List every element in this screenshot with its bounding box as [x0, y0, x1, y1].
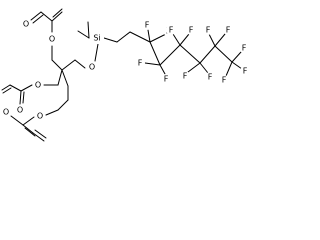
bond	[144, 62, 161, 66]
svg-text:F: F	[242, 44, 247, 53]
atom-labels: O O O O O O O Si	[1, 19, 250, 121]
bond	[57, 69, 63, 86]
svg-text:F: F	[226, 26, 231, 35]
bond	[179, 44, 201, 64]
svg-text:F: F	[145, 21, 150, 30]
bond	[225, 61, 233, 77]
svg-text:F: F	[183, 72, 188, 81]
bond	[116, 31, 131, 43]
svg-text:O: O	[3, 108, 9, 117]
bond	[214, 45, 233, 63]
bond	[10, 115, 24, 126]
bond	[74, 59, 86, 69]
fluorine-label: F	[240, 66, 250, 76]
fluorine-label: F	[203, 25, 213, 35]
bond	[172, 33, 181, 46]
bond	[159, 44, 181, 66]
bond	[103, 37, 118, 43]
bond	[22, 124, 34, 134]
fluorine-label: F	[135, 58, 145, 68]
svg-text:F: F	[206, 26, 211, 35]
bond	[40, 11, 53, 22]
oxygen-label: O	[35, 111, 45, 121]
bond	[149, 33, 167, 43]
bond	[30, 11, 42, 21]
bond	[94, 43, 99, 62]
svg-text:O: O	[23, 20, 29, 29]
chemical-structure: O O O O O O O Si	[0, 0, 251, 145]
svg-text:F: F	[208, 73, 213, 82]
bond	[45, 109, 59, 116]
bond	[187, 62, 201, 73]
bond	[24, 127, 36, 137]
bond	[32, 14, 44, 24]
bond	[61, 59, 76, 71]
bond	[159, 64, 166, 75]
bond	[51, 59, 63, 71]
svg-text:F: F	[169, 26, 174, 35]
bond	[52, 8, 63, 18]
bond	[32, 132, 45, 142]
bond	[2, 87, 12, 94]
fluorine-label: F	[166, 25, 176, 35]
silicon-label: Si	[90, 33, 104, 44]
svg-text:F: F	[164, 75, 169, 84]
oxygen-label: O	[87, 62, 97, 72]
bond	[61, 69, 69, 87]
bond	[22, 91, 25, 104]
bond	[1, 84, 11, 91]
bond	[208, 33, 216, 47]
svg-text:O: O	[89, 63, 95, 72]
bond	[77, 30, 90, 39]
oxygen-label: O	[47, 34, 57, 44]
bond	[231, 61, 243, 70]
fluorine-label: F	[186, 25, 196, 35]
bond	[22, 116, 35, 126]
bond	[34, 129, 47, 139]
bond	[9, 84, 22, 92]
bond	[231, 51, 242, 63]
bond	[199, 62, 209, 74]
bond	[179, 33, 190, 46]
oxygen-label: O	[33, 80, 43, 90]
svg-text:O: O	[49, 35, 55, 44]
fluorine-label: F	[219, 75, 229, 85]
bond	[149, 41, 161, 66]
oxygen-label: O	[1, 107, 11, 117]
svg-text:F: F	[222, 76, 227, 85]
svg-text:F: F	[138, 59, 143, 68]
svg-text:O: O	[35, 81, 41, 90]
fluorine-label: F	[205, 72, 215, 82]
fluorine-label: F	[161, 74, 171, 84]
bond	[214, 33, 226, 47]
fluorine-label: F	[223, 25, 233, 35]
oxygen-label: O	[21, 19, 31, 29]
bond	[147, 29, 151, 43]
fluorine-label: F	[180, 71, 190, 81]
svg-text:Si: Si	[93, 34, 100, 43]
bonds	[1, 8, 243, 142]
oxygen-label: O	[15, 105, 25, 115]
svg-text:F: F	[189, 26, 194, 35]
svg-text:F: F	[243, 67, 248, 76]
bond	[57, 99, 69, 111]
bond	[19, 90, 22, 105]
fluorine-label: F	[142, 20, 152, 30]
svg-text:O: O	[17, 106, 23, 115]
bond	[87, 21, 90, 39]
bond	[129, 31, 151, 43]
bond	[199, 45, 216, 64]
bond	[51, 11, 63, 22]
bond	[20, 84, 33, 92]
structure-drawing: O O O O O O O Si	[1, 8, 250, 142]
svg-text:O: O	[37, 112, 43, 121]
fluorine-label: F	[239, 43, 249, 53]
